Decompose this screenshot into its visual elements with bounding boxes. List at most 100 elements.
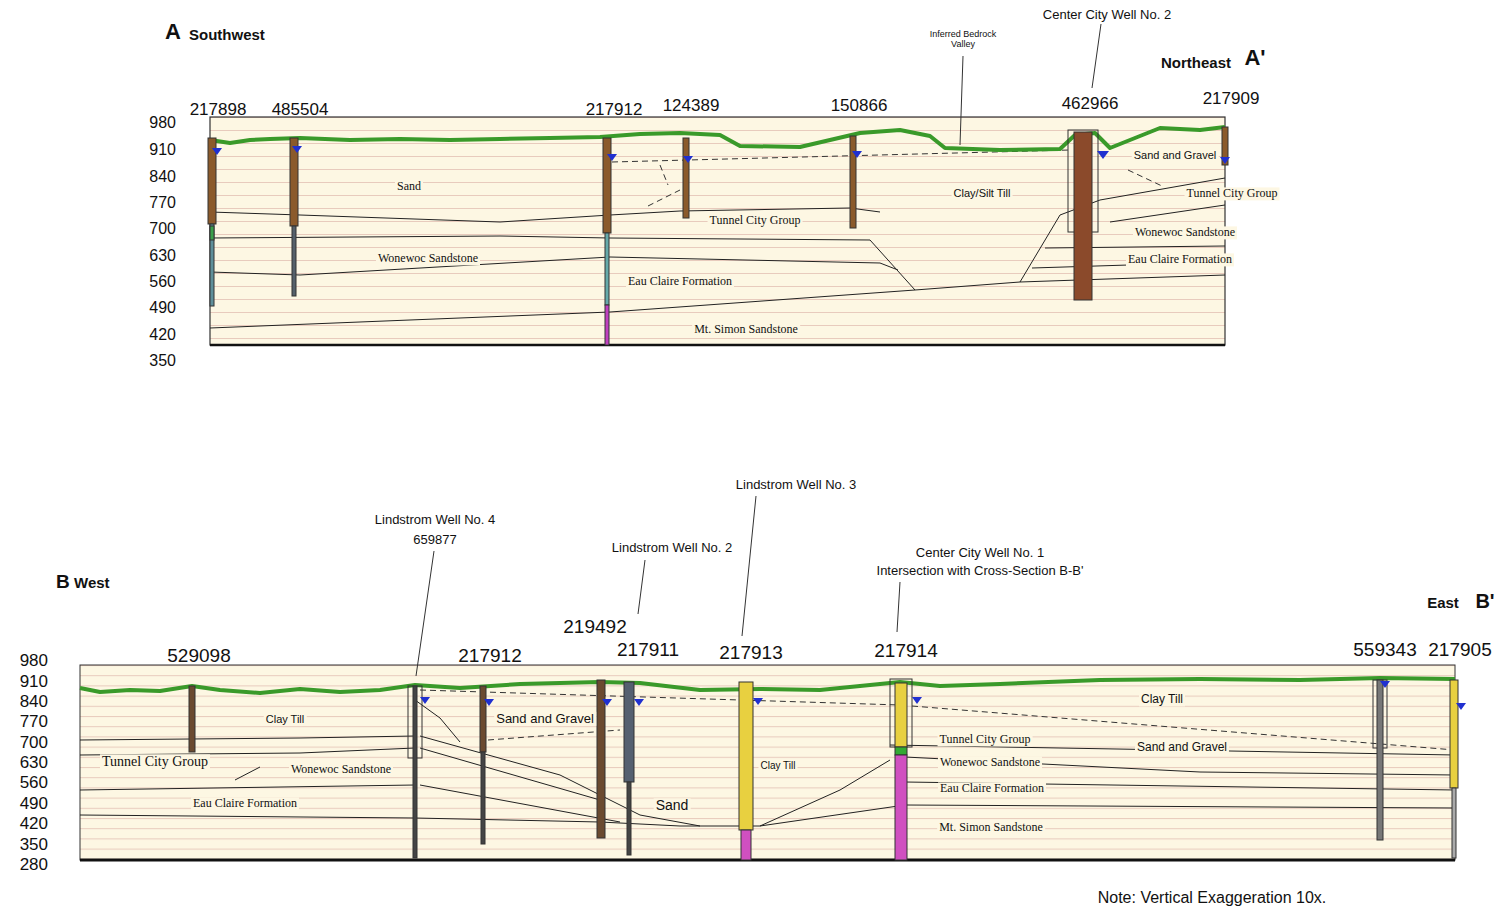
well-id: 217898 — [190, 101, 247, 120]
contact-line — [210, 236, 870, 240]
contact-line — [905, 757, 1455, 775]
elevation-tick: 910 — [149, 141, 176, 159]
unit-label: Tunnel City Group — [1185, 187, 1280, 200]
water-level-mark — [212, 148, 222, 155]
elevation-tick: 420 — [149, 326, 176, 344]
contact-line — [80, 736, 415, 740]
contact-line — [1045, 246, 1225, 248]
well-bore — [292, 226, 296, 296]
elevation-tick: 770 — [149, 194, 176, 212]
unit-label: Eau Claire Formation — [626, 275, 734, 288]
valley-wall — [420, 736, 700, 826]
well-id: 485504 — [272, 101, 329, 120]
contacts — [210, 178, 1225, 328]
elevation-tick: 700 — [20, 734, 48, 753]
unit-label: Sand — [395, 180, 423, 193]
valley-wall — [680, 760, 890, 826]
panel-base — [80, 859, 1455, 862]
elevation-tick: 770 — [20, 713, 48, 732]
well-bore — [481, 752, 485, 844]
well-callout: Intersection with Cross-Section B-B' — [877, 564, 1084, 578]
unit-label: Tunnel City Group — [938, 733, 1033, 746]
leader-lines — [960, 24, 1101, 145]
well-screen — [895, 747, 907, 755]
unit-label: Clay Till — [264, 713, 307, 725]
section-letter: B' — [1475, 590, 1494, 612]
water-level-mark — [852, 151, 862, 158]
elevation-tick: 980 — [20, 652, 48, 671]
well-id: 217912 — [458, 646, 521, 667]
unit-label: Tunnel City Group — [100, 754, 210, 769]
leader-line — [960, 56, 963, 145]
ground-surface — [80, 678, 1455, 693]
unit-label: Wonewoc Sandstone — [289, 763, 393, 776]
well-id: 219492 — [563, 617, 626, 638]
well-bore — [210, 224, 214, 306]
well-casing — [1450, 680, 1458, 788]
contact-line — [760, 805, 1455, 826]
well-callout: Center City Well No. 2 — [1043, 8, 1171, 22]
elevation-tick: 350 — [20, 836, 48, 855]
unit-label: Mt. Simon Sandstone — [692, 323, 800, 336]
well-bore — [413, 686, 417, 858]
section-letter: B — [56, 572, 70, 593]
well-outer-casing — [890, 679, 912, 747]
water-level-mark — [1380, 681, 1390, 688]
elevation-tick: 630 — [20, 754, 48, 773]
unit-label: Wonewoc Sandstone — [1133, 226, 1237, 239]
well-id: 559343 — [1353, 640, 1416, 661]
well-casing — [603, 138, 611, 233]
unit-label: Eau Claire Formation — [938, 782, 1046, 795]
well-callout: Lindstrom Well No. 2 — [612, 541, 732, 555]
well-id: 217911 — [617, 640, 679, 661]
contact-line — [210, 257, 898, 275]
elevation-tick: 490 — [149, 299, 176, 317]
water-levels — [420, 681, 1466, 710]
section-letter: A — [165, 20, 181, 44]
unit-label: Wonewoc Sandstone — [376, 252, 480, 265]
water-level-mark — [1456, 703, 1466, 710]
unit-label: Eau Claire Formation — [1126, 253, 1234, 266]
well-casing — [683, 138, 689, 218]
well-casing — [850, 136, 856, 228]
well-id: 217914 — [874, 641, 937, 662]
unit-label: Sand — [654, 798, 691, 813]
elevation-tick: 700 — [149, 220, 176, 238]
well-id: 217905 — [1428, 640, 1491, 661]
water-level-mark — [1220, 157, 1230, 164]
well-casing — [597, 680, 605, 838]
well-open-hole — [895, 755, 907, 860]
unit-label: Clay Till — [1139, 693, 1185, 706]
valley-wall — [420, 785, 620, 822]
direction-label: Southwest — [189, 27, 265, 44]
contact-line — [1110, 205, 1225, 222]
feature-callout: Inferred Bedrock Valley — [923, 30, 1003, 50]
well-casing — [739, 682, 753, 830]
water-levels — [212, 146, 1230, 164]
well-callout: 659877 — [413, 533, 456, 547]
well-casing — [480, 686, 486, 752]
dashed-contact — [1128, 170, 1162, 186]
contact-line — [210, 290, 915, 328]
dashed-contact — [660, 165, 668, 185]
panel-base — [210, 344, 1225, 347]
section-panel — [210, 117, 1225, 345]
well-id: 462966 — [1062, 95, 1119, 114]
unit-label: Tunnel City Group — [708, 214, 803, 227]
unit-label: Clay Till — [758, 760, 797, 771]
leader-line — [416, 551, 434, 676]
well-callout: Center City Well No. 1 — [916, 546, 1044, 560]
direction-label: Northeast — [1161, 55, 1231, 72]
contact-line — [80, 785, 415, 790]
well-bore — [627, 782, 631, 855]
water-level-mark — [683, 156, 693, 163]
well-id: 124389 — [663, 97, 720, 116]
unit-label: Wonewoc Sandstone — [938, 756, 1042, 769]
elevation-tick: 420 — [20, 815, 48, 834]
water-level-mark — [634, 699, 644, 706]
well-casing — [1074, 132, 1092, 300]
contact-line — [1020, 275, 1225, 282]
leader-line — [897, 582, 900, 632]
direction-label: West — [74, 575, 110, 592]
